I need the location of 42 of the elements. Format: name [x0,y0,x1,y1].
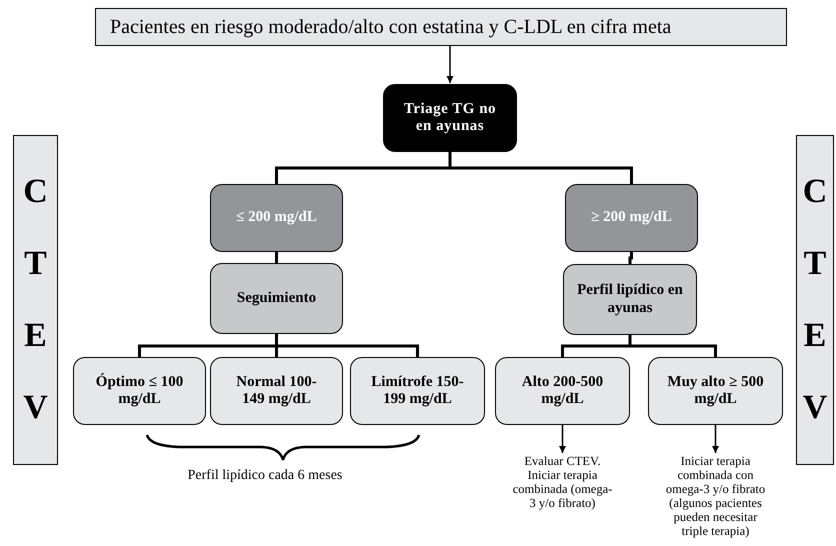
letter: C [23,172,48,212]
side-bar [13,135,58,465]
box-label: Seguimiento [236,290,316,308]
letter: C [802,172,828,212]
connector-line [448,152,633,184]
note-text: Iniciar terapia combinada con omega-3 y/o fibrato (algunos pacientes pueden necesitar triple terapia) [664,454,766,538]
header-box [95,8,787,46]
box-label: Limítrofe 150-199 mg/dL [370,374,465,408]
arrow [446,46,454,83]
letter: V [23,388,48,428]
box-label: ≤ 200 mg/dL [236,209,317,227]
letter: E [24,316,47,356]
process-box [565,184,698,252]
connector-line [275,252,278,263]
letter: T [24,244,47,284]
box-label: Normal 100-149 mg/dL [235,374,318,408]
box-label: Muy alto ≥ 500 mg/dL [666,374,765,408]
connector-line [628,252,633,264]
brace-caption: Perfil lipídico cada 6 meses [186,468,344,484]
letter: V [802,388,828,428]
box-label: Pacientes en riesgo moderado/alto con estatina y C-LDL en cifra meta [110,16,672,38]
process-box [210,184,343,252]
box-label: Perfil lipídico en ayunas [576,282,684,317]
box-label: Triage TG no en ayunas [402,100,498,136]
note-text: Evaluar CTEV. Iniciar terapia combinada (omega-3 y/o fibrato) [512,454,614,510]
process-box [210,357,343,425]
process-box [563,264,697,335]
process-box [495,357,630,425]
box-label: ≥ 200 mg/dL [591,209,672,227]
connector-line [628,335,717,357]
box-label: Óptimo ≤ 100 mg/dL [94,374,184,408]
process-box [210,263,343,334]
letter: E [804,316,826,356]
box-label: Alto 200-500 mg/dL [520,374,604,408]
process-box [350,357,485,425]
letter: T [804,244,826,284]
process-box [73,357,206,425]
arrow [559,425,566,453]
process-box [383,84,517,152]
arrow [712,425,719,453]
side-bar [796,135,834,465]
process-box [648,357,783,425]
